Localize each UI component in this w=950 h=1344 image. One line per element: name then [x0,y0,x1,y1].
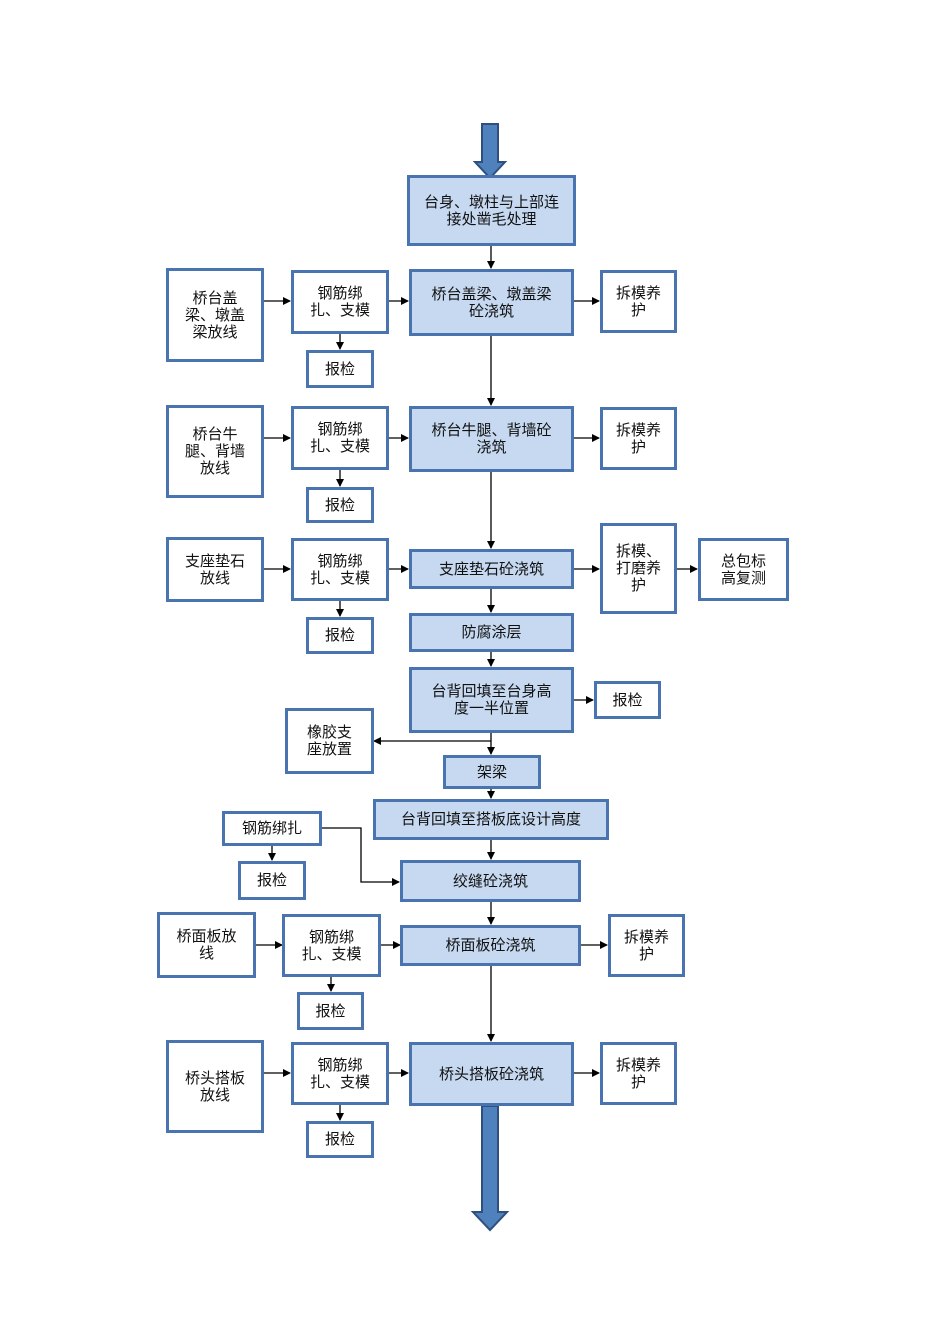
inspection-backfill: 报检 [594,681,661,719]
step-anticorrosion-coating: 防腐涂层 [409,613,574,652]
layout-deck-slab: 桥面板放 线 [157,912,256,978]
demold-cure-approach: 拆模养 护 [600,1042,677,1105]
flow-line [322,827,400,886]
step-capbeam-pour: 桥台盖梁、墩盖梁 砼浇筑 [409,269,574,336]
rebar-tying-hinge: 钢筋绑扎 [222,811,322,846]
inspection-approach: 报检 [306,1121,374,1158]
step-corbel-backwall-pour: 桥台牛腿、背墙砼 浇筑 [409,406,574,472]
inspection-3: 报检 [306,617,374,654]
elevation-resurvey: 总包标 高复测 [698,538,789,601]
step-hinge-joint-pour: 绞缝砼浇筑 [400,860,581,902]
entry-arrow [472,123,508,180]
inspection-1: 报检 [306,350,374,388]
step-backfill-half: 台背回填至台身高 度一半位置 [409,667,574,733]
layout-approach-slab: 桥头搭板 放线 [166,1040,264,1133]
rebar-formwork-3: 钢筋绑 扎、支模 [291,538,389,601]
inspection-hinge: 报检 [238,861,306,900]
demold-cure-deck: 拆模养 护 [608,914,685,977]
layout-bearing-pad: 支座垫石 放线 [166,537,264,602]
rebar-formwork-approach: 钢筋绑 扎、支模 [291,1042,389,1105]
layout-capbeam: 桥台盖 梁、墩盖 梁放线 [166,268,264,362]
rebar-formwork-2: 钢筋绑 扎、支模 [291,406,389,470]
demold-cure-2: 拆模养 护 [600,407,677,470]
inspection-deck: 报检 [297,992,364,1030]
step-bearing-pad-pour: 支座垫石砼浇筑 [409,549,574,589]
rebar-formwork-deck: 钢筋绑 扎、支模 [282,914,381,977]
layout-corbel-backwall: 桥台牛 腿、背墙 放线 [166,405,264,498]
rubber-bearing-placement: 橡胶支 座放置 [285,708,374,774]
exit-arrow [470,1105,510,1232]
step-chiseling: 台身、墩柱与上部连 接处凿毛处理 [407,175,576,246]
step-beam-erection: 架梁 [443,755,541,789]
inspection-2: 报检 [306,487,374,523]
demold-grind-cure: 拆模、 打磨养 护 [600,523,677,614]
step-backfill-slab-bottom: 台背回填至搭板底设计高度 [373,799,609,840]
step-deck-slab-pour: 桥面板砼浇筑 [400,925,581,966]
rebar-formwork-1: 钢筋绑 扎、支模 [291,270,389,334]
step-approach-slab-pour: 桥头搭板砼浇筑 [409,1042,574,1106]
demold-cure-1: 拆模养 护 [600,270,677,333]
